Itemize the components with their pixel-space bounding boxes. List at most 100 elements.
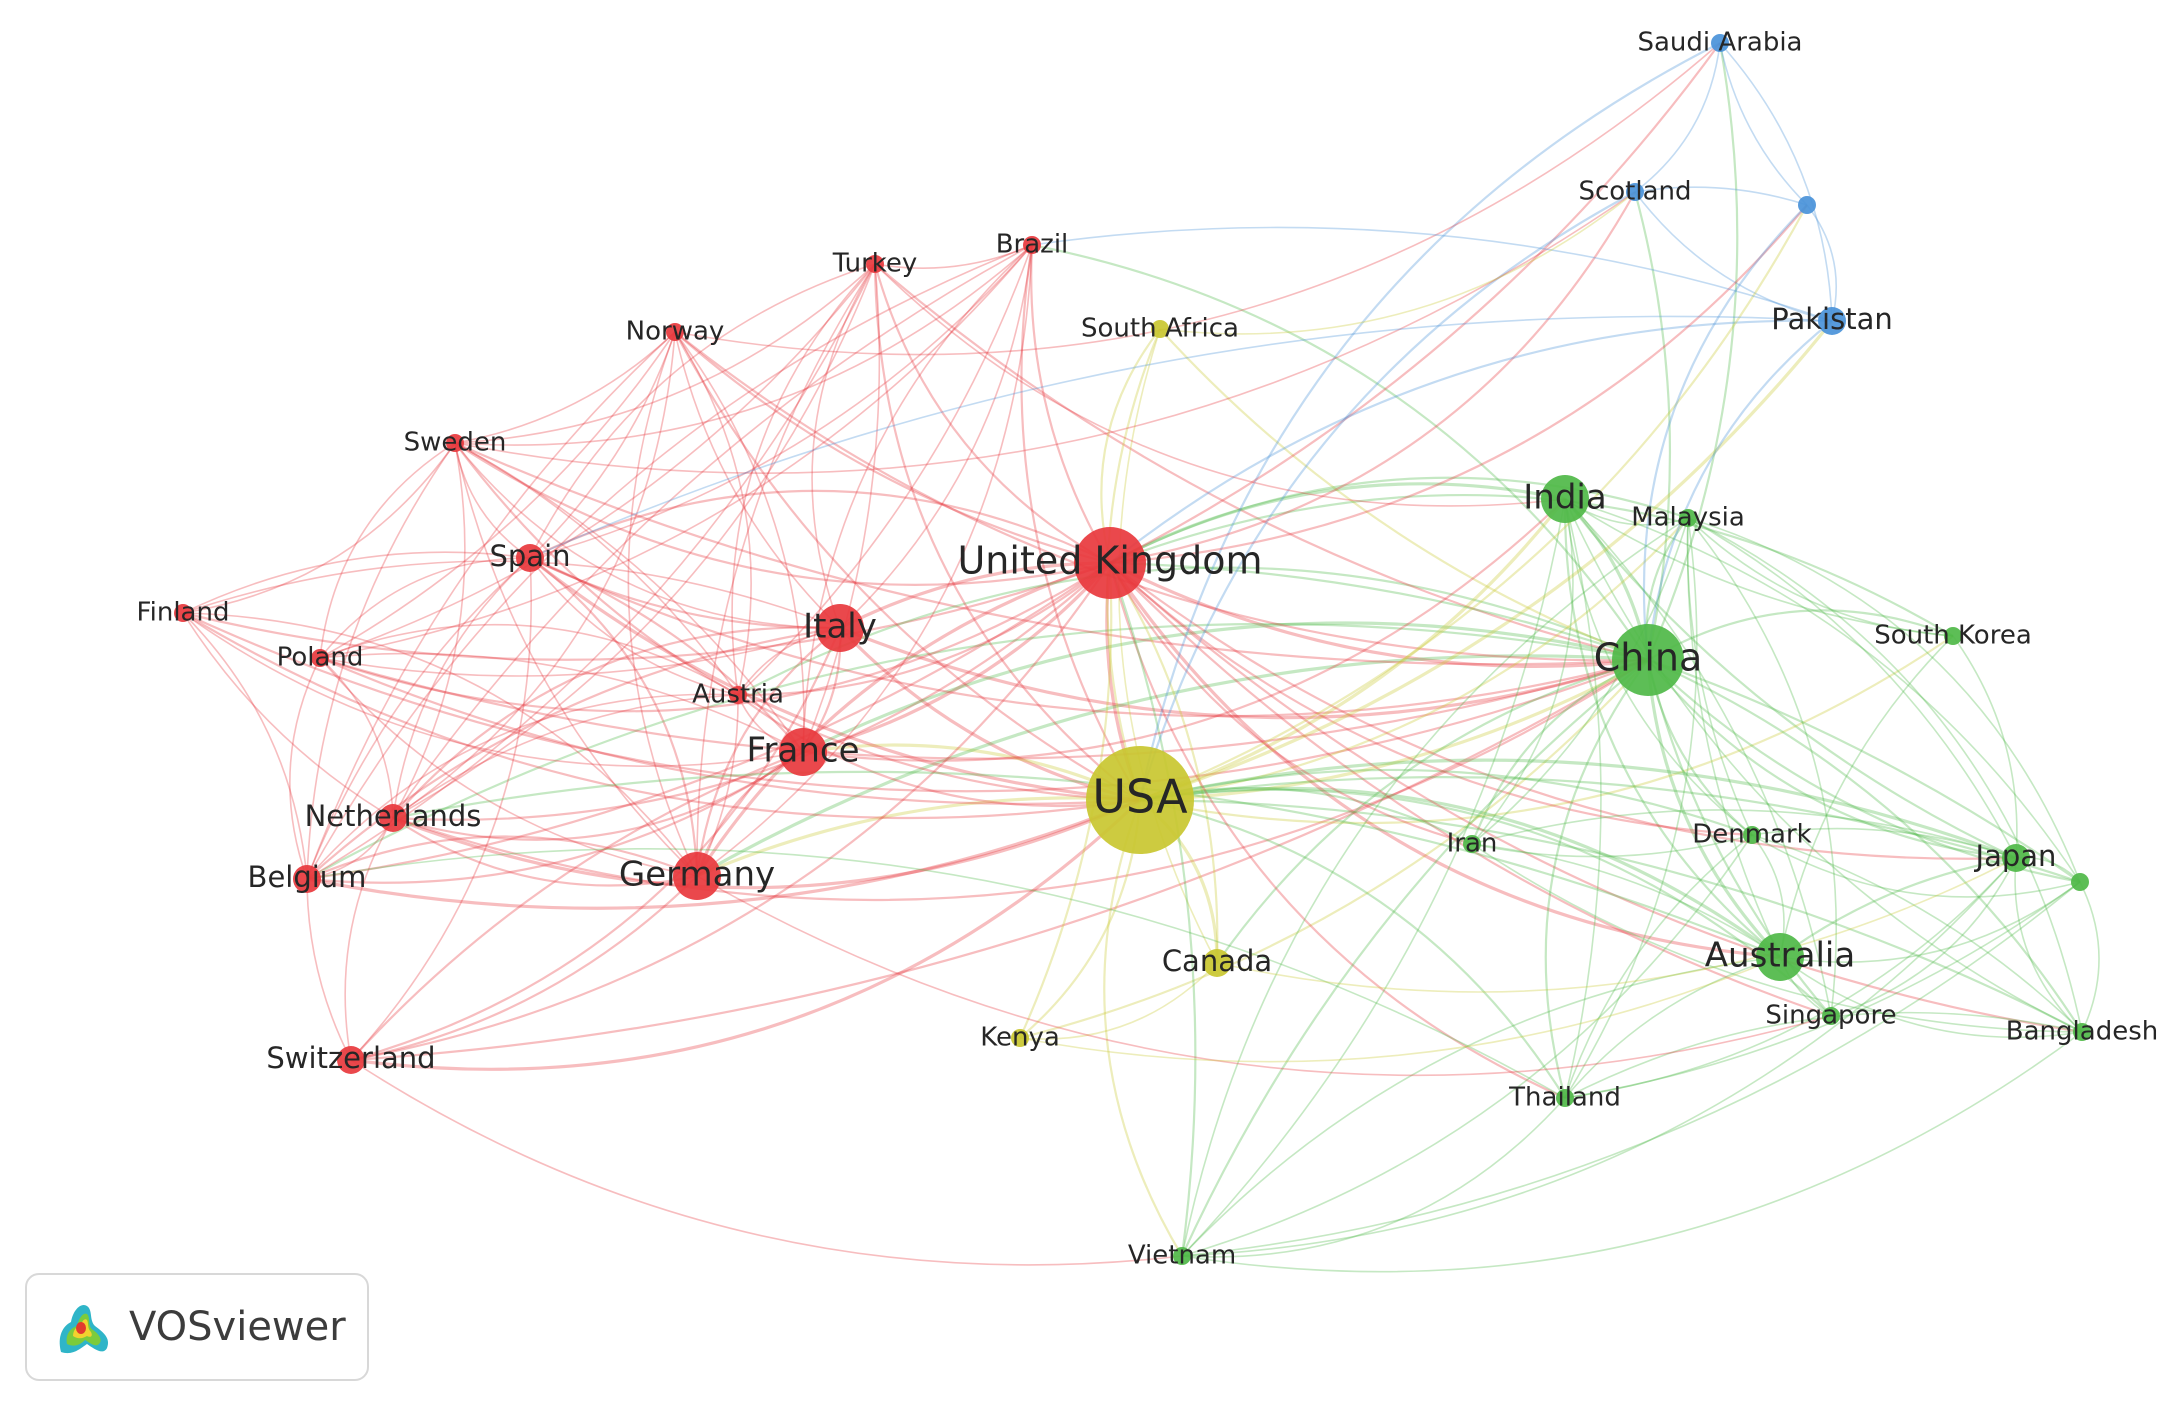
node-denmark[interactable] [1743, 826, 1761, 844]
node-switzerland[interactable] [337, 1046, 365, 1074]
link-france-sweden [454, 442, 804, 753]
node-singapore[interactable] [1822, 1007, 1840, 1025]
node-iran[interactable] [1463, 835, 1481, 853]
link-denmark-iran [1471, 834, 1753, 858]
link-malaysia-thailand [1564, 517, 1698, 1099]
node-southafrica[interactable] [1151, 320, 1169, 338]
node-germany[interactable] [673, 852, 721, 900]
node-belgium[interactable] [293, 865, 321, 893]
link-pakistan-spain [529, 315, 1833, 559]
label-netherlands: Netherlands [305, 799, 482, 833]
node-norway[interactable] [666, 323, 684, 341]
link-bangladesh-iran [1471, 843, 2083, 1033]
node-brazil[interactable] [1023, 236, 1041, 254]
link-china-netherlands [392, 659, 1649, 902]
link-germany-sweden [454, 442, 698, 877]
link-denmark-vietnam [1181, 834, 1753, 1257]
link-southkorea-uk [1109, 493, 1954, 637]
node-france[interactable] [779, 728, 827, 776]
link-poland-usa [319, 656, 1141, 805]
link-singapore-usa [1139, 788, 1832, 1017]
node-netherlands[interactable] [379, 804, 407, 832]
link-netherlands-turkey [392, 263, 876, 819]
link-china-unlabeled-blue [1642, 204, 1808, 661]
link-spain-sweden [454, 442, 531, 559]
link-malaysia-unlabeled-green [1687, 517, 2081, 883]
link-poland-turkey [319, 263, 876, 659]
link-uk-vietnam [1108, 562, 1197, 1257]
node-pakistan[interactable] [1818, 307, 1846, 335]
link-china-italy [839, 626, 1649, 720]
link-austria-netherlands [392, 694, 739, 819]
link-brazil-pakistan [1031, 226, 1833, 322]
label-thailand: Thailand [1508, 1083, 1621, 1113]
link-bangladesh-thailand [1564, 1011, 2083, 1099]
node-finland[interactable] [174, 604, 192, 622]
label-brazil: Brazil [996, 230, 1069, 260]
node-vietnam[interactable] [1173, 1247, 1191, 1265]
link-germany-italy [695, 627, 841, 877]
node-kenya[interactable] [1011, 1029, 1029, 1047]
link-china-uk [1109, 561, 1649, 669]
node-italy[interactable] [816, 604, 864, 652]
label-france: France [746, 731, 859, 771]
link-belgium-turkey [306, 263, 876, 880]
node-scotland[interactable] [1626, 183, 1644, 201]
node-saudiarabia[interactable] [1711, 34, 1729, 52]
link-poland-sweden [319, 442, 456, 659]
label-iran: Iran [1447, 829, 1498, 859]
link-germany-norway [627, 331, 698, 877]
node-austria[interactable] [729, 686, 747, 704]
node-unlabeled-green[interactable] [2071, 873, 2089, 891]
link-iran-japan [1471, 809, 2017, 859]
node-poland[interactable] [311, 649, 329, 667]
label-southafrica: South Africa [1081, 314, 1239, 344]
node-india[interactable] [1541, 475, 1589, 523]
link-southkorea-usa [1139, 635, 1954, 825]
link-australia-thailand [1564, 956, 1781, 1099]
link-austria-china [737, 566, 1649, 696]
link-china-poland [319, 656, 1649, 760]
node-thailand[interactable] [1556, 1089, 1574, 1107]
link-switzerland-vietnam [350, 1059, 1183, 1266]
link-belgium-italy [306, 626, 841, 880]
link-italy-netherlands [392, 626, 841, 819]
node-canada[interactable] [1203, 949, 1231, 977]
link-germany-netherlands [392, 817, 698, 887]
link-spain-usa [529, 556, 1141, 802]
link-japan-singapore [1830, 857, 2017, 1017]
node-china[interactable] [1612, 624, 1684, 696]
link-india-unlabeled-green [1564, 498, 2081, 883]
link-germany-uk [695, 561, 1111, 877]
link-india-southkorea [1564, 498, 1954, 637]
label-usa: USA [1092, 770, 1188, 824]
link-pakistan-saudiarabia [1719, 42, 1833, 322]
link-scotland-unlabeled-blue [1634, 186, 1808, 206]
node-sweden[interactable] [446, 434, 464, 452]
link-belgium-thailand [306, 848, 1566, 1099]
link-malaysia-singapore [1687, 517, 1838, 1017]
node-bangladesh[interactable] [2073, 1023, 2091, 1041]
link-france-india [802, 498, 1566, 762]
node-southkorea[interactable] [1944, 627, 1962, 645]
node-japan[interactable] [2002, 844, 2030, 872]
link-japan-malaysia [1687, 517, 2017, 859]
label-pakistan: Pakistan [1771, 302, 1892, 336]
node-malaysia[interactable] [1679, 509, 1697, 527]
link-finland-italy [182, 560, 841, 629]
link-china-france [802, 621, 1649, 754]
node-australia[interactable] [1756, 933, 1804, 981]
label-kenya: Kenya [980, 1023, 1060, 1053]
node-usa[interactable] [1086, 746, 1194, 854]
node-uk[interactable] [1074, 527, 1146, 599]
link-belgium-norway [306, 331, 676, 880]
node-spain[interactable] [516, 544, 544, 572]
link-japan-thailand [1564, 857, 2017, 1099]
link-china-finland [182, 611, 1649, 793]
link-brazil-poland [319, 244, 1033, 659]
node-unlabeled-blue[interactable] [1798, 196, 1816, 214]
link-france-turkey [802, 263, 881, 753]
link-germany-switzerland [350, 875, 698, 1062]
link-italy-spain [529, 557, 841, 630]
node-turkey[interactable] [866, 255, 884, 273]
